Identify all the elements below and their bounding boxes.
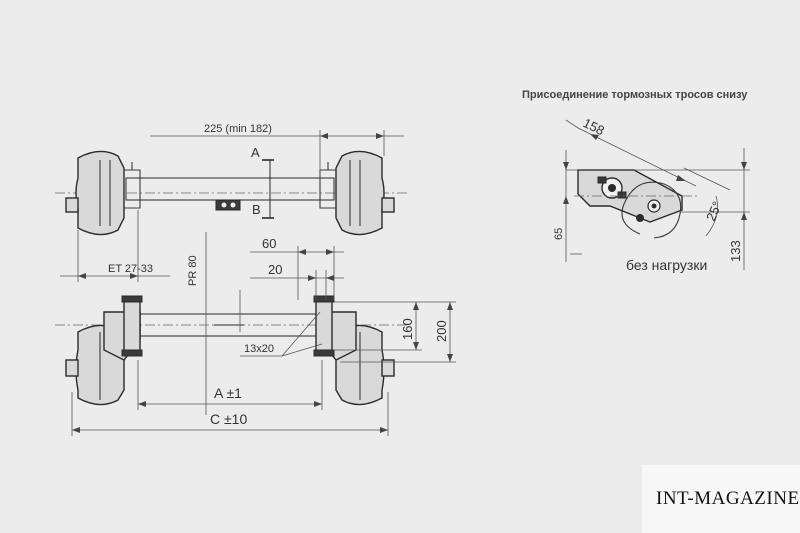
detail-view-drawing <box>566 167 750 255</box>
dim-60-label: 60 <box>262 236 276 251</box>
dim-65: 65 <box>553 150 569 262</box>
dim-25deg-label: 25° <box>703 199 725 223</box>
dim-20-label: 20 <box>268 262 282 277</box>
dim-158: 158 <box>565 115 697 187</box>
watermark: INT-MAGAZINE <box>642 465 800 533</box>
dim-13x20: 13x20 <box>240 311 323 357</box>
detail-title: Присоединение тормозных тросов снизу <box>522 89 748 101</box>
section-b-label: B <box>252 202 261 217</box>
dim-133-label: 133 <box>728 240 743 262</box>
dim-65-label: 65 <box>553 228 565 240</box>
bottom-view-axle <box>55 295 410 406</box>
dim-158-label: 158 <box>581 115 607 138</box>
dim-25deg: 25° <box>703 195 725 237</box>
dim-13x20-label: 13x20 <box>244 343 274 355</box>
dim-c: C ±10 <box>71 392 389 436</box>
top-view-axle <box>55 150 410 236</box>
dim-20: 20 <box>250 262 344 300</box>
section-a-label: A <box>251 145 260 160</box>
dim-160-200: 160 200 <box>334 301 456 363</box>
dim-160-label: 160 <box>400 318 415 340</box>
dim-c-label: C ±10 <box>210 411 247 427</box>
detail-caption: без нагрузки <box>626 257 707 273</box>
dim-200-label: 200 <box>434 320 449 342</box>
dim-60: 60 <box>250 236 344 300</box>
dim-225-label: 225 (min 182) <box>204 123 272 135</box>
dim-pr80-label: PR 80 <box>187 255 199 286</box>
dim-et-label: ET 27-33 <box>108 263 153 275</box>
dim-133: 133 <box>728 148 747 270</box>
dim-225: 225 (min 182) <box>150 123 404 178</box>
dim-et: ET 27-33 <box>60 210 170 282</box>
dim-pr80: PR 80 <box>187 232 241 415</box>
dim-a: A ±1 <box>137 360 323 410</box>
dim-a-label: A ±1 <box>214 385 242 401</box>
